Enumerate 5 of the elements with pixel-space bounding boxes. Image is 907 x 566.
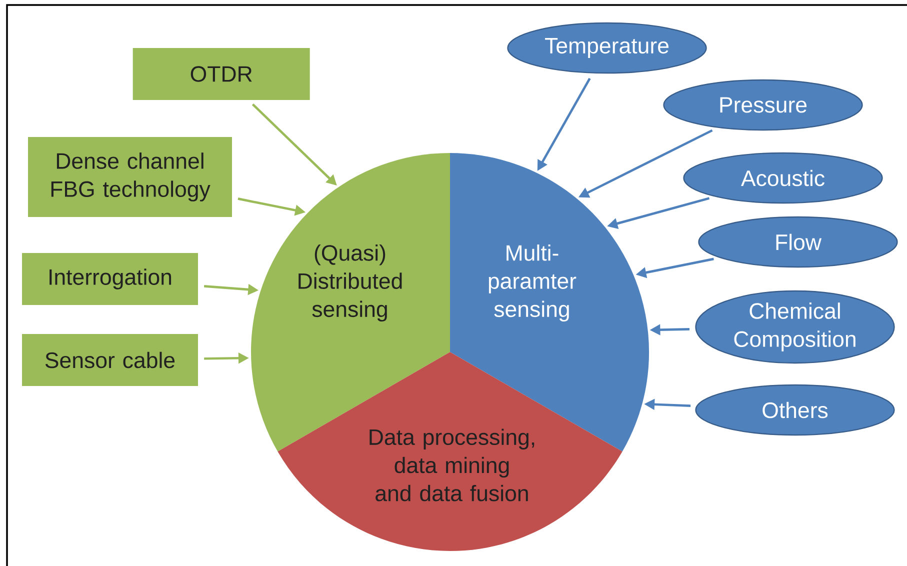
text-box: Interrogation [22,253,198,305]
pie-sector: Data processing, data mining and data fusion [278,352,622,552]
text-box: Sensor cable [22,334,198,386]
text-box: OTDR [132,48,310,100]
text-box: Dense channel FBG technology [28,137,232,217]
